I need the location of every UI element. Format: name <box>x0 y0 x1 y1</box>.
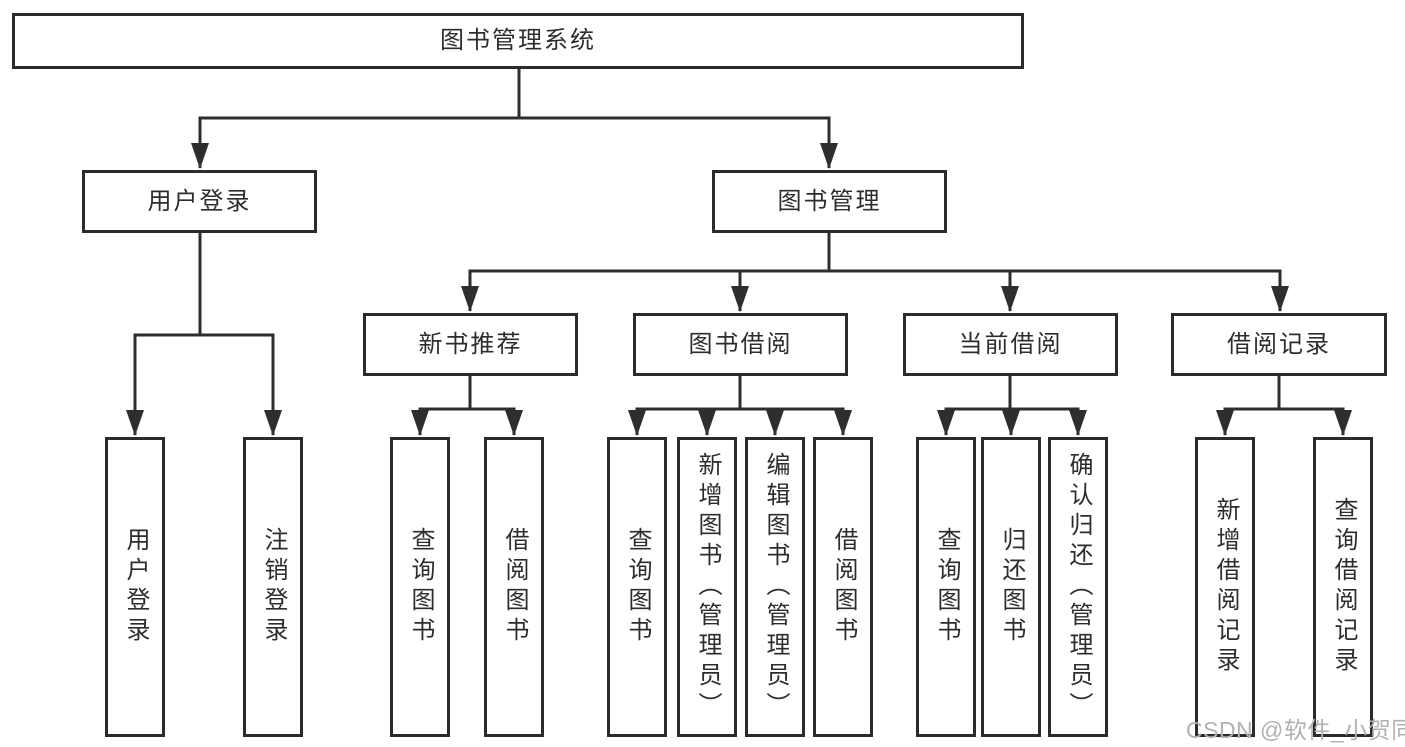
node-current-borrowing: 当前借阅 <box>903 313 1118 376</box>
leaf-query-borrow-record: 查询借阅记录 <box>1313 437 1373 737</box>
node-user-login: 用户登录 <box>82 170 317 233</box>
node-label: 图书借阅 <box>688 330 793 358</box>
csdn-watermark: CSDN @软件_小贺同学 <box>1186 717 1405 743</box>
leaf-confirm-return-admin: 确认归还（管理员） <box>1048 437 1108 737</box>
leaf-add-borrow-record: 新增借阅记录 <box>1195 437 1255 737</box>
leaf-add-books-admin: 新增图书（管理员） <box>677 437 737 737</box>
leaf-label: 新增图书（管理员） <box>694 452 721 722</box>
leaf-label: 查询图书 <box>407 527 434 647</box>
leaf-query-books-current: 查询图书 <box>916 437 976 737</box>
leaf-label: 归还图书 <box>998 527 1025 647</box>
leaf-label: 借阅图书 <box>501 527 528 647</box>
leaf-user-login: 用户登录 <box>105 437 165 737</box>
leaf-borrow-books-recommend: 借阅图书 <box>484 437 544 737</box>
node-borrowing-records: 借阅记录 <box>1171 313 1387 376</box>
leaf-label: 查询借阅记录 <box>1330 497 1357 677</box>
node-label: 图书管理 <box>777 187 882 215</box>
leaf-return-books: 归还图书 <box>981 437 1041 737</box>
node-label: 当前借阅 <box>958 330 1063 358</box>
node-library-management-system: 图书管理系统 <box>12 13 1024 69</box>
node-label: 用户登录 <box>147 187 252 215</box>
leaf-edit-books-admin: 编辑图书（管理员） <box>745 437 805 737</box>
leaf-borrow-books: 借阅图书 <box>813 437 873 737</box>
leaf-label: 编辑图书（管理员） <box>762 452 789 722</box>
node-book-borrowing: 图书借阅 <box>633 313 848 376</box>
leaf-logout: 注销登录 <box>243 437 303 737</box>
leaf-label: 注销登录 <box>260 527 287 647</box>
leaf-label: 用户登录 <box>122 527 149 647</box>
leaf-query-books-recommend: 查询图书 <box>390 437 450 737</box>
leaf-label: 借阅图书 <box>830 527 857 647</box>
leaf-label: 新增借阅记录 <box>1212 497 1239 677</box>
node-book-management: 图书管理 <box>712 170 947 233</box>
leaf-query-books-borrow: 查询图书 <box>607 437 667 737</box>
leaf-label: 查询图书 <box>624 527 651 647</box>
leaf-label: 确认归还（管理员） <box>1065 452 1092 722</box>
node-new-book-recommendation: 新书推荐 <box>363 313 578 376</box>
node-label: 借阅记录 <box>1227 330 1331 358</box>
node-label: 新书推荐 <box>418 330 523 358</box>
leaf-label: 查询图书 <box>933 527 960 647</box>
node-label: 图书管理系统 <box>440 27 596 54</box>
